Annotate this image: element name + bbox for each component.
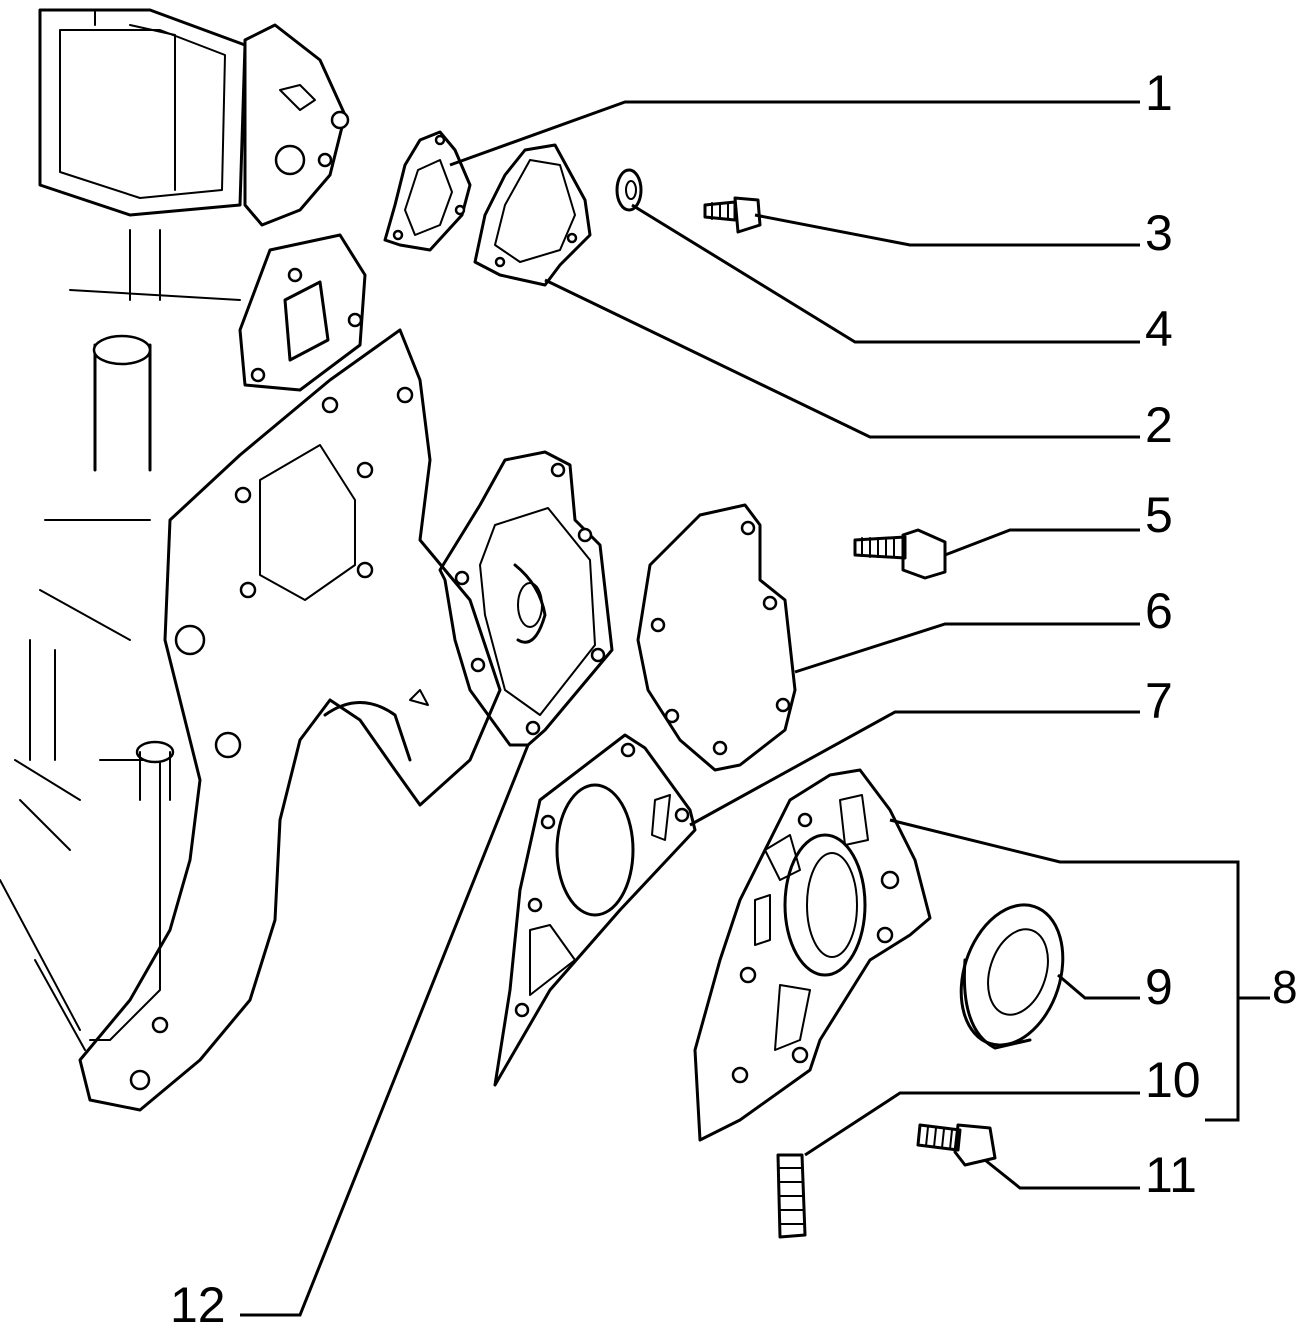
part-5-bolt <box>853 528 947 580</box>
callout-3: 3 <box>1145 205 1173 261</box>
callout-5: 5 <box>1145 487 1173 543</box>
leader-lines <box>240 100 1270 1317</box>
callout-10: 10 <box>1145 1052 1201 1108</box>
callout-1: 1 <box>1145 65 1173 121</box>
part-7-gasket <box>493 733 697 1087</box>
part-11-bolt <box>916 1123 997 1167</box>
callout-2: 2 <box>1145 397 1173 453</box>
part-8-housing <box>693 768 932 1142</box>
part-10-stud <box>776 1153 807 1239</box>
callout-9: 9 <box>1145 959 1173 1015</box>
callout-11: 11 <box>1145 1147 1197 1203</box>
part-2-cover <box>473 143 592 287</box>
part-12-plate <box>438 450 614 747</box>
callout-4: 4 <box>1145 301 1173 357</box>
part-6-gasket <box>636 503 797 772</box>
part-3-screw <box>703 196 762 234</box>
part-1-gasket <box>383 130 472 252</box>
engine-block <box>0 8 502 1112</box>
callout-8: 8 <box>1272 961 1298 1013</box>
callout-6: 6 <box>1145 583 1173 639</box>
part-9-seal <box>959 903 1065 1050</box>
callout-7: 7 <box>1145 673 1173 729</box>
part-4-washer <box>615 168 643 212</box>
callout-12: 12 <box>170 1277 226 1333</box>
